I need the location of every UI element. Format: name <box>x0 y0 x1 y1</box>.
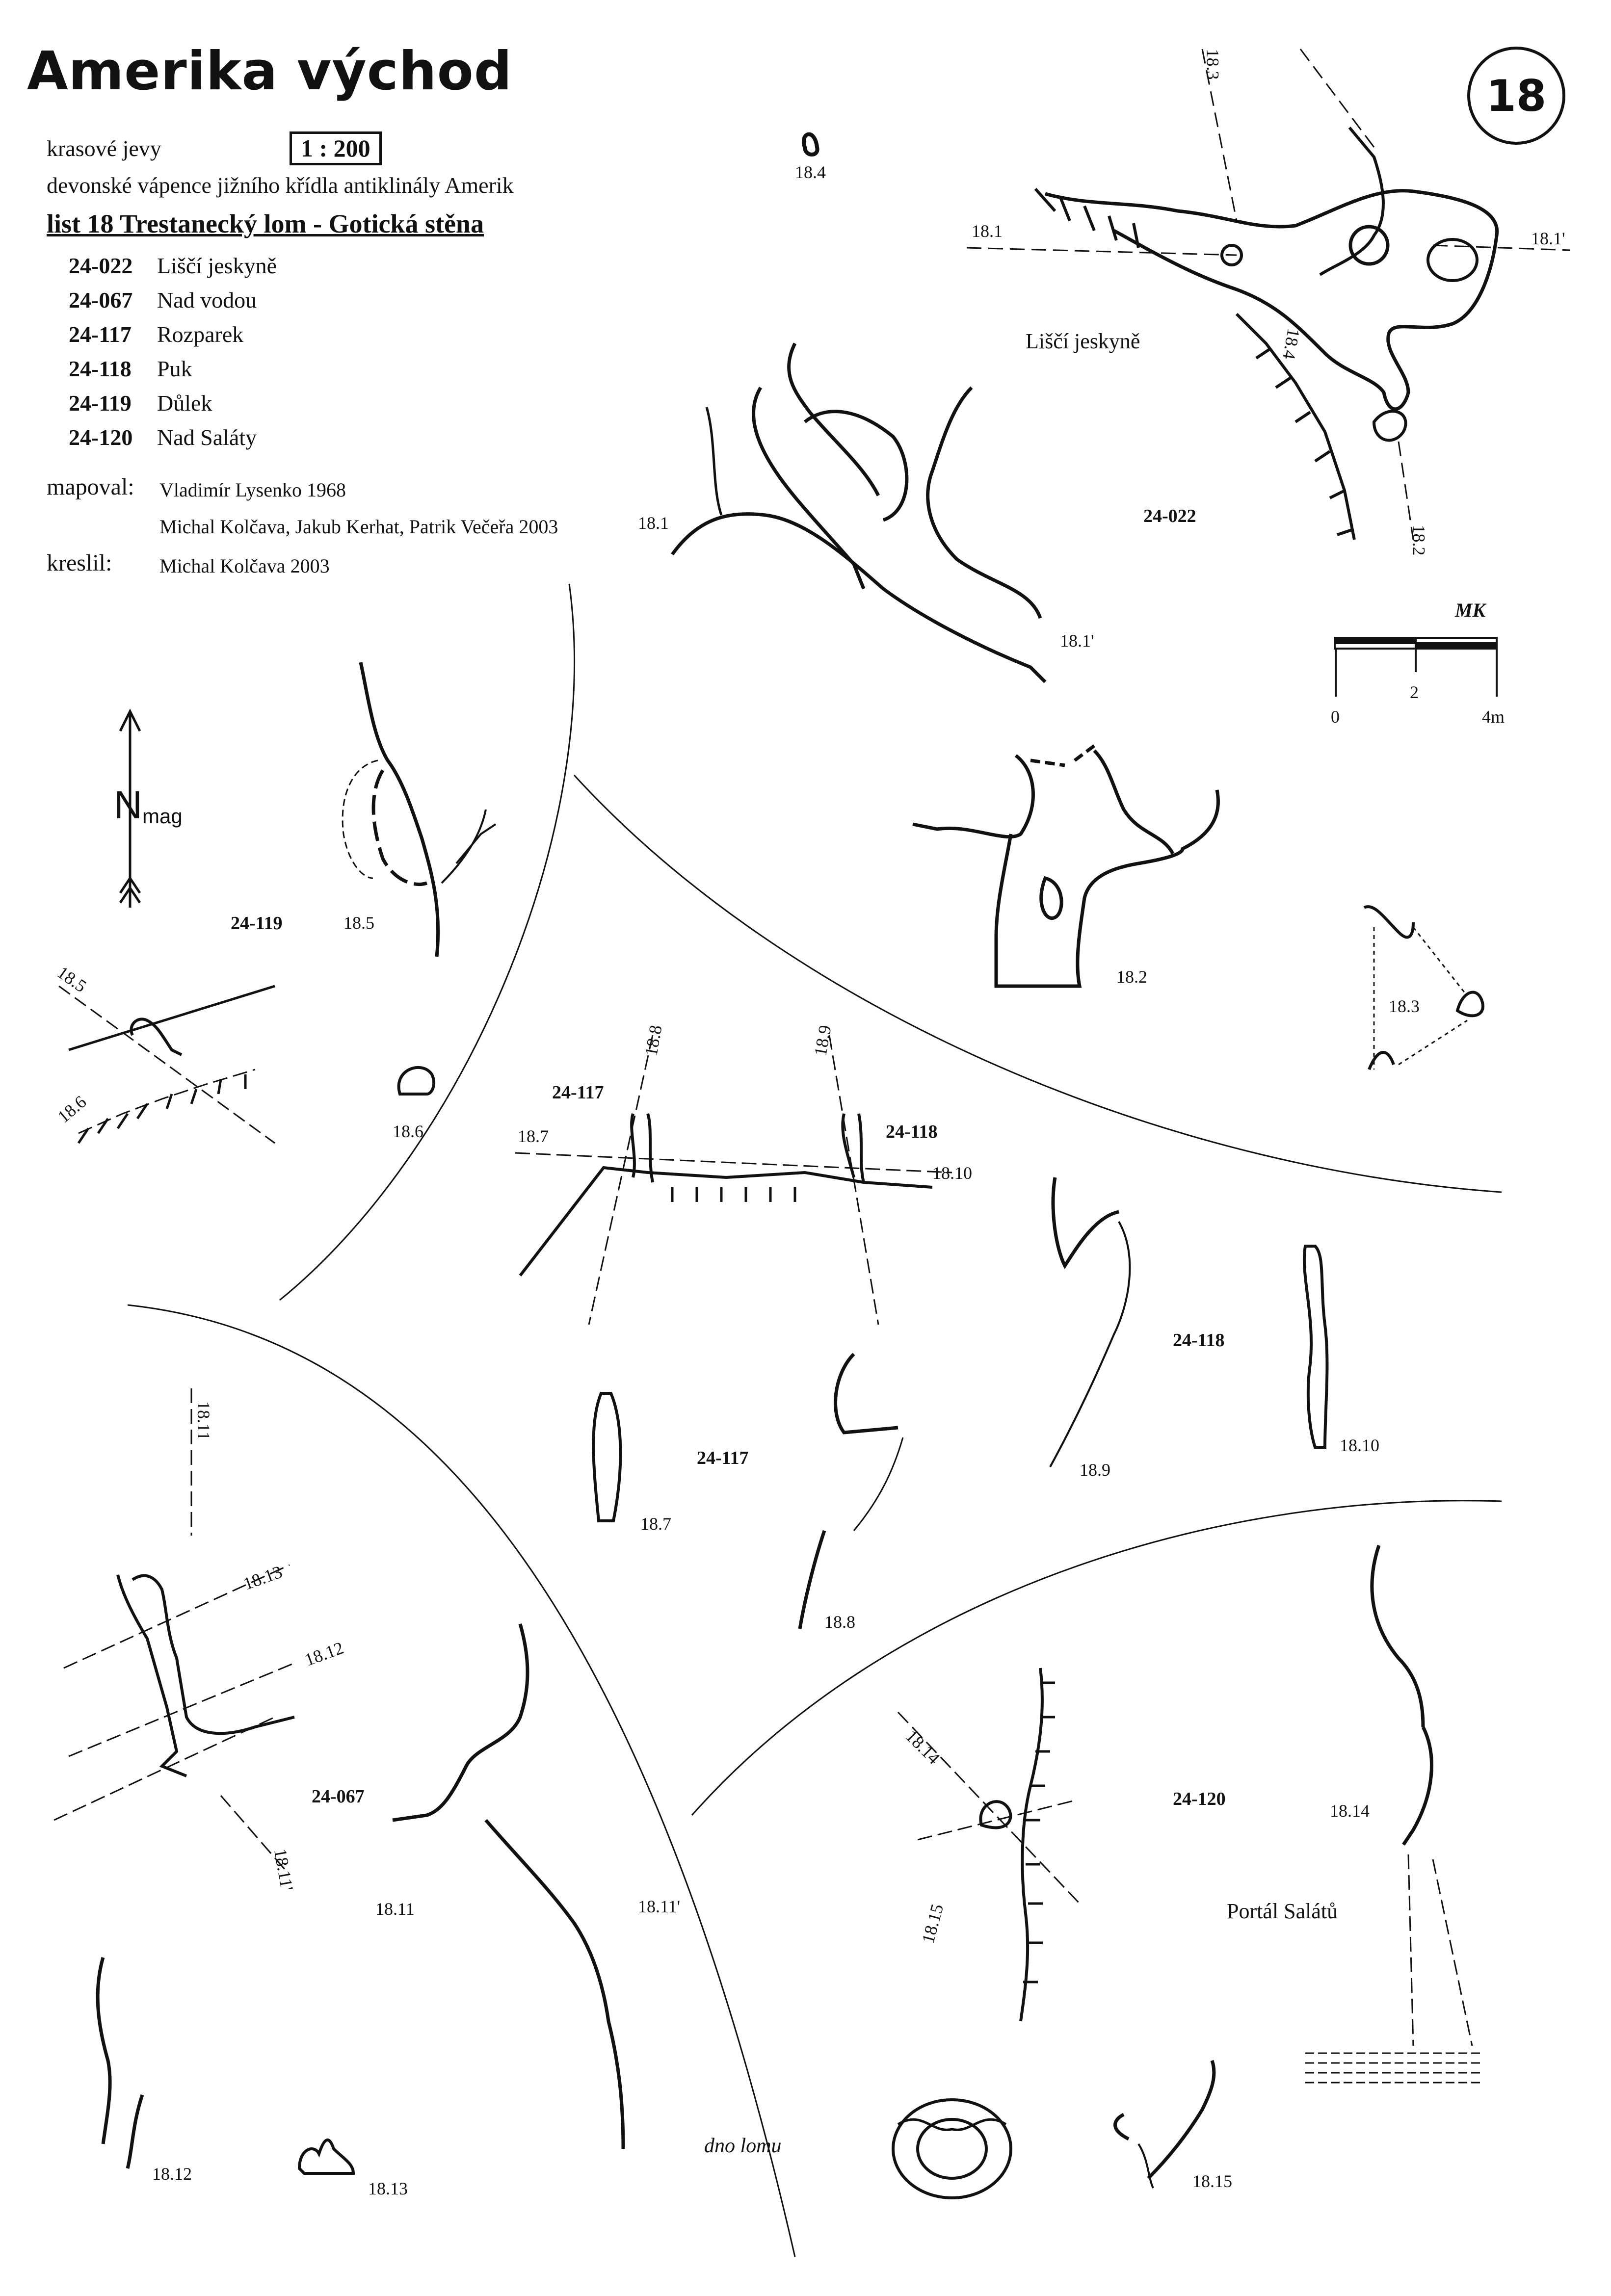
label-18-3-section: 18.3 <box>1389 996 1420 1016</box>
label-18-1-plan: 18.1 <box>972 221 1003 241</box>
section-18-13 <box>297 2138 355 2175</box>
drawn-label: kreslil: <box>47 550 112 576</box>
geospeleos-logo <box>892 2098 1012 2199</box>
section-18-4 <box>802 132 819 157</box>
label-18-7-section: 18.7 <box>640 1514 671 1534</box>
label-cave-24-119: 24-119 <box>231 913 283 934</box>
section-18-5 <box>342 662 497 957</box>
label-cave-24-118-section: 24-118 <box>1173 1330 1225 1351</box>
label-18-10-section: 18.10 <box>1340 1435 1379 1455</box>
mapped-by-2: Michal Kolčava, Jakub Kerhat, Patrik Več… <box>159 516 558 538</box>
north-sub-label: mag <box>142 805 183 828</box>
label-18-11-section: 18.11 <box>375 1899 415 1919</box>
sheet-number-badge: 18 <box>1467 47 1565 145</box>
label-18-2-plan: 18.2 <box>1409 524 1429 556</box>
sector-arc <box>279 583 575 1301</box>
mapped-by-1: Vladimír Lysenko 1968 <box>159 479 346 501</box>
label-18-7-plan: 18.7 <box>518 1126 549 1146</box>
label-18-3-plan: 18.3 <box>1203 49 1223 80</box>
sheet-title: list 18 Trestanecký lom - Gotická stěna <box>47 209 484 238</box>
label-18-1p-section: 18.1' <box>1060 631 1094 651</box>
section-18-3 <box>1363 905 1484 1070</box>
section-18-12 <box>96 1957 144 2169</box>
label-cave-24-117-section: 24-117 <box>697 1448 749 1468</box>
north-label: N <box>114 783 142 827</box>
drawn-by: Michal Kolčava 2003 <box>159 555 330 577</box>
scale-bar-graphic <box>1334 637 1498 697</box>
sector-arc <box>573 774 1502 1193</box>
plan-24-067 <box>53 1388 295 1870</box>
section-18-8 <box>798 1353 904 1629</box>
survey-lines-top <box>966 49 1571 540</box>
label-18-11-plan: 18.11 <box>193 1401 213 1440</box>
section-18-11 <box>392 1623 625 2149</box>
section-18-7 <box>592 1392 622 1522</box>
label-18-14-section: 18.14 <box>1330 1801 1370 1821</box>
section-18-2 <box>912 744 1220 988</box>
section-18-10 <box>1302 1245 1329 1449</box>
label-18-6-section: 18.6 <box>393 1122 423 1141</box>
sector-arc <box>691 1500 1502 1816</box>
label-18-1p-plan: 18.1' <box>1531 229 1565 248</box>
label-18-13-section: 18.13 <box>368 2179 408 2198</box>
scale-tick-2: 2 <box>1410 682 1419 702</box>
plan-24-117-118 <box>515 1035 952 1325</box>
section-18-9 <box>1049 1177 1131 1467</box>
label-18-5-section: 18.5 <box>343 913 374 933</box>
geology-note: devonské vápence jižního křídla antiklin… <box>47 173 514 198</box>
author-signature: MK <box>1455 599 1486 621</box>
map-title: Amerika východ <box>27 41 513 102</box>
label-cave-24-067: 24-067 <box>312 1786 365 1807</box>
section-18-14 <box>1305 1544 1482 2084</box>
label-18-2-section: 18.2 <box>1116 967 1147 987</box>
label-18-15-section: 18.15 <box>1192 2171 1232 2191</box>
section-18-6 <box>397 1066 436 1096</box>
plan-24-120 <box>897 1668 1081 2022</box>
scale-tick-0: 0 <box>1331 707 1340 727</box>
sheet-number: 18 <box>1486 70 1547 121</box>
label-18-12-section: 18.12 <box>152 2164 192 2184</box>
label-18-10-plan: 18.10 <box>932 1163 972 1183</box>
plan-18-5-18-6 <box>58 985 275 1144</box>
label-portal-salatu: Portál Salátů <box>1227 1899 1338 1923</box>
subtitle: krasové jevy <box>47 136 161 161</box>
section-18-15 <box>1113 2060 1216 2189</box>
label-cave-24-022: 24-022 <box>1143 506 1196 526</box>
label-dno-lomu: dno lomu <box>704 2135 782 2157</box>
label-18-1-section: 18.1 <box>638 513 669 533</box>
mapped-label: mapoval: <box>47 474 134 500</box>
label-18-9-section: 18.9 <box>1080 1460 1110 1480</box>
scale-ratio: 1 : 200 <box>290 131 382 165</box>
label-cave-24-118-plan: 24-118 <box>886 1122 938 1142</box>
sector-arc <box>127 1304 796 2257</box>
label-cave-24-117-plan: 24-117 <box>552 1082 604 1103</box>
label-18-11p-section: 18.11' <box>638 1897 681 1916</box>
label-cave-24-120: 24-120 <box>1173 1789 1226 1809</box>
label-18-4: 18.4 <box>795 162 826 182</box>
label-lisci-jeskyne: Liščí jeskyně <box>1026 329 1140 353</box>
north-arrow-graphic <box>119 708 141 908</box>
label-18-8-section: 18.8 <box>824 1612 855 1632</box>
plan-24-022 <box>1045 127 1499 442</box>
scale-tick-4: 4m <box>1482 707 1505 727</box>
section-18-1 <box>671 342 1047 683</box>
cliff-ticks-024 <box>1034 188 1356 540</box>
